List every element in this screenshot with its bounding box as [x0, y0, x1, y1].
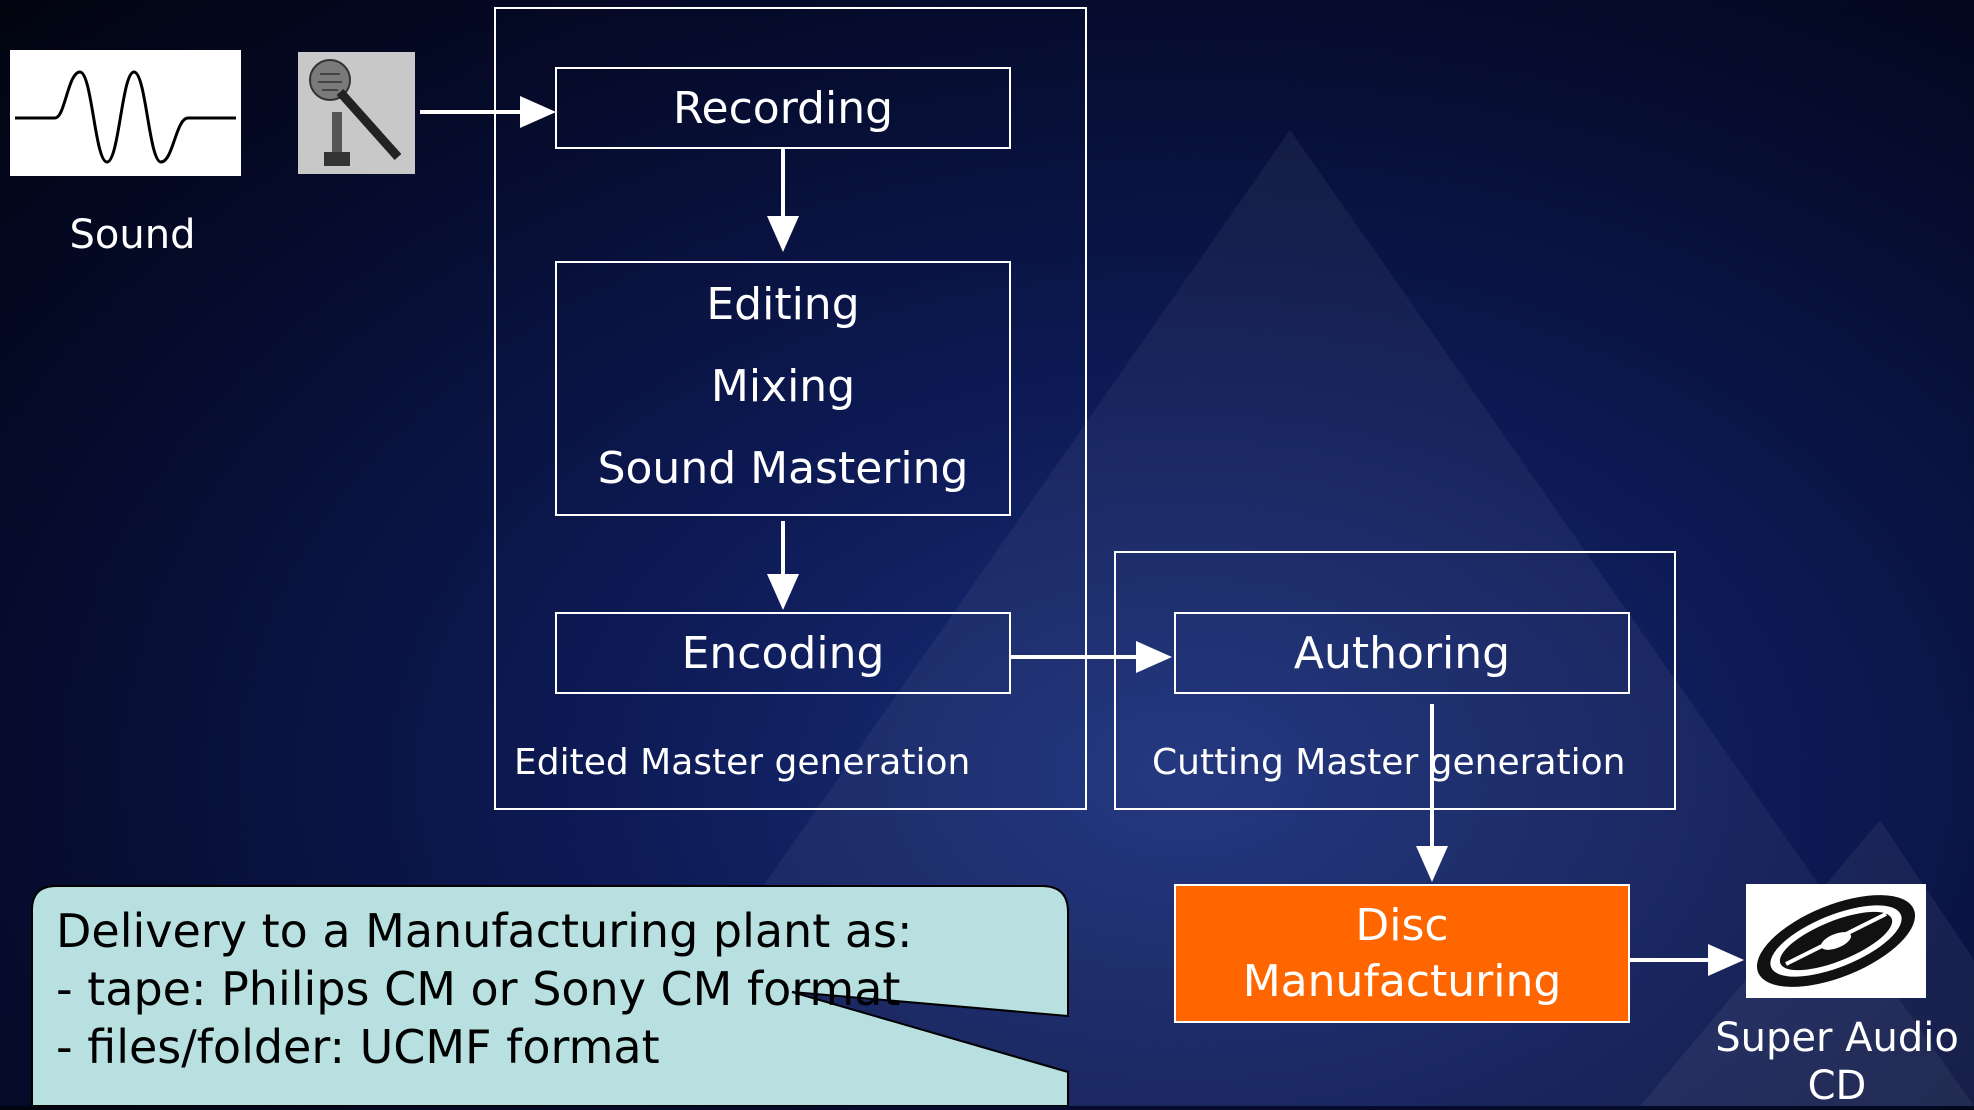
disc-manufacturing-stage: Disc Manufacturing [1174, 884, 1630, 1023]
microphone-icon [298, 52, 415, 174]
editing-label: Editing [706, 279, 860, 330]
callout-line-3: - files/folder: UCMF format [56, 1020, 660, 1074]
encoding-stage: Encoding [555, 612, 1011, 694]
sound-label: Sound [69, 212, 196, 258]
edited-master-group [494, 7, 1087, 810]
authoring-stage: Authoring [1174, 612, 1630, 694]
sound-mastering-label: Sound Mastering [597, 443, 969, 494]
callout-line-1: Delivery to a Manufacturing plant as: [56, 904, 913, 958]
super-audio-label: Super Audio [1715, 1015, 1959, 1061]
mixing-label: Mixing [710, 361, 856, 412]
sound-wave-icon [10, 50, 241, 176]
cd-label: CD [1807, 1063, 1867, 1109]
callout-line-2: - tape: Philips CM or Sony CM format [56, 962, 901, 1016]
cutting-master-caption: Cutting Master generation [1152, 742, 1626, 783]
manufacturing-label: Manufacturing [1242, 956, 1562, 1007]
edited-master-caption: Edited Master generation [514, 742, 971, 783]
cutting-master-group [1114, 551, 1676, 810]
editing-stage: Editing Mixing Sound Mastering [555, 261, 1011, 516]
super-audio-cd-label: Super Audio CD [1700, 1014, 1974, 1110]
disc-label: Disc [1355, 900, 1449, 951]
recording-stage: Recording [555, 67, 1011, 149]
callout-text: Delivery to a Manufacturing plant as: - … [56, 902, 913, 1076]
disc-icon [1746, 884, 1926, 998]
